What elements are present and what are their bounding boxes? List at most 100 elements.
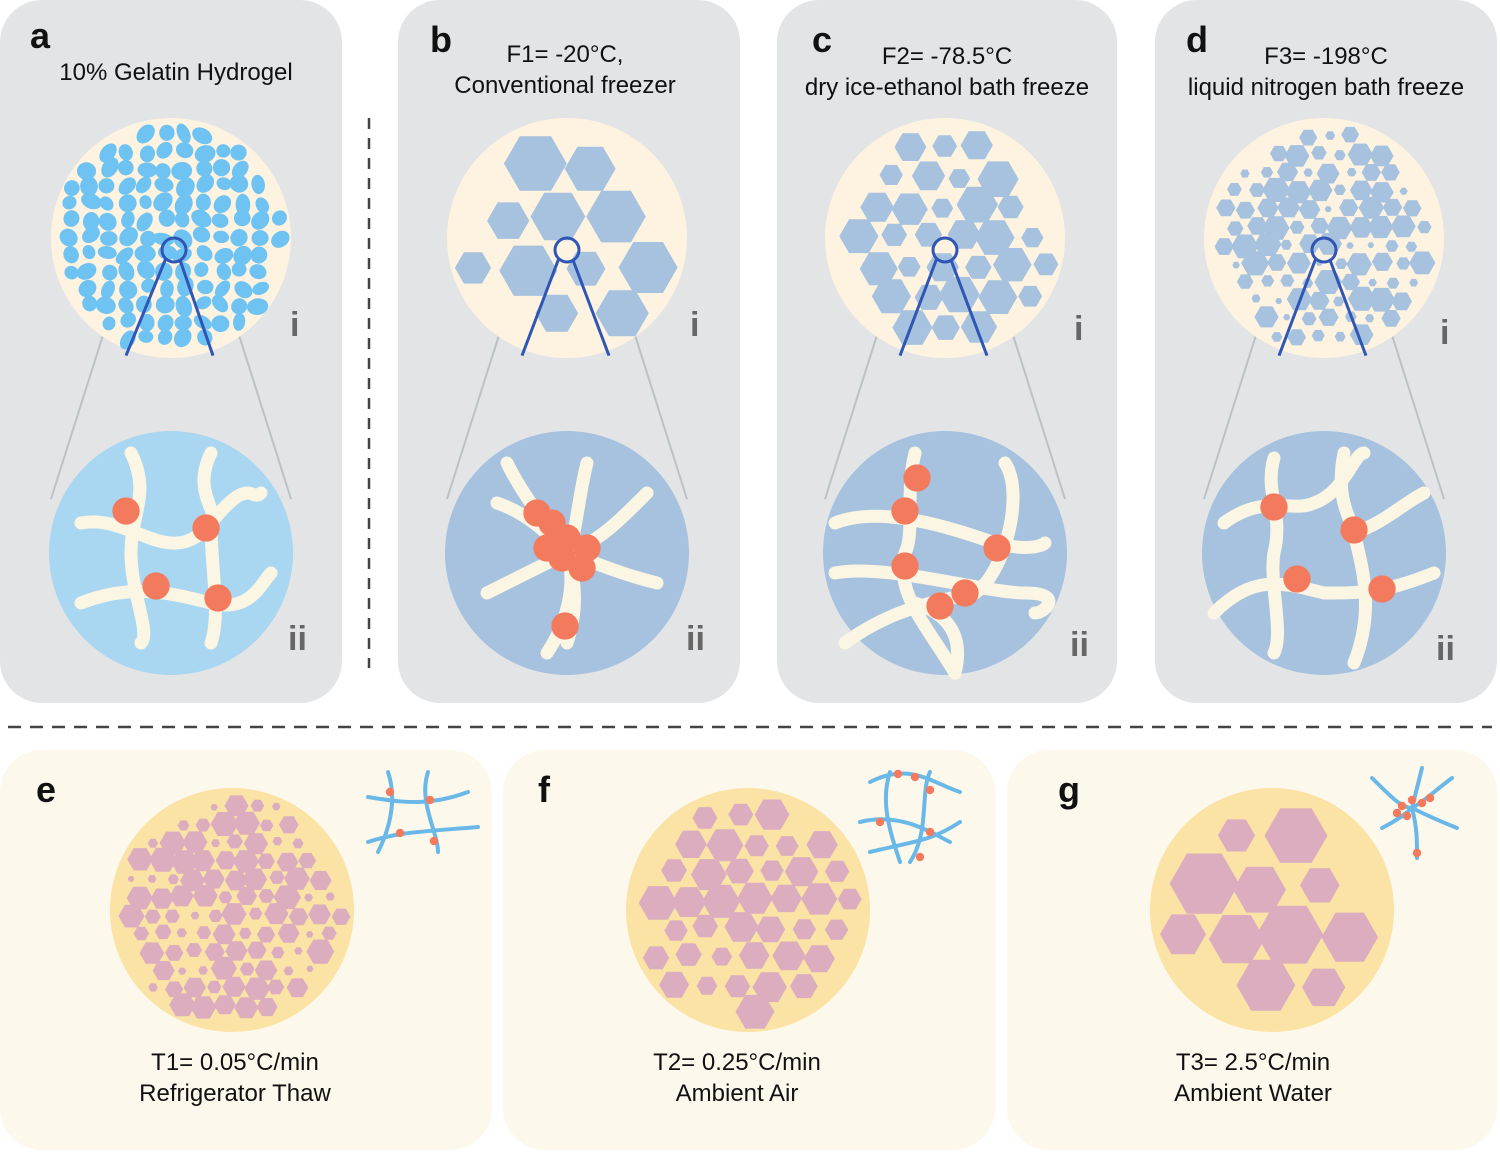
zoom-guide-line [824,336,878,500]
ice-crystal [806,831,838,859]
ice-crystal [1208,915,1265,964]
ice-crystal [148,983,158,992]
ice-crystal [277,923,300,943]
ice-crystal [1339,199,1359,217]
roman-ii: ii [686,620,705,658]
gel-blob [158,209,176,227]
ice-crystal [221,903,247,925]
ice-crystal [891,193,928,225]
ice-crystal [965,255,992,279]
panel-title-line2: liquid nitrogen bath freeze [1188,74,1464,101]
ice-crystal [267,979,285,995]
panel-title-line1: F2= -78.5°C [882,43,1012,70]
polymer-fiber [828,509,1052,554]
ice-crystal [879,164,903,185]
ice-crystal [664,920,688,941]
ice-crystal [1346,253,1372,276]
ice-crystal [1390,215,1416,238]
gel-blob [134,245,156,262]
ice-crystal [256,926,276,943]
ice-crystal [164,909,180,923]
gel-blob [234,281,253,299]
ice-crystals [1160,808,1379,1011]
gel-blob [153,192,173,212]
ice-crystal [754,799,790,830]
crosslink-dot [142,572,170,600]
ice-crystal [258,889,275,903]
gel-blob [154,177,174,193]
ice-crystal [190,996,217,1019]
ice-crystal [286,978,309,998]
ice-crystal [192,885,218,907]
panel-e-text: e T1= 0.05°C/min Refrigerator Thaw [36,769,331,1107]
gel-blob [99,196,114,211]
polymer-network [1370,766,1459,860]
gel-blob [118,297,134,314]
ice-crystal [182,831,208,853]
gel-blob [251,230,269,246]
crosslink-dot [1260,493,1288,521]
crosslink-dot [385,787,395,797]
ice-crystal [711,947,732,966]
gel-blob [194,262,209,277]
ice-crystal [1232,261,1240,269]
polymer-fiber [1410,806,1459,830]
gel-blob [59,228,78,247]
ice-crystal [1287,252,1311,274]
ice-crystal [1018,285,1043,307]
crosslink-dot [951,579,979,607]
ice-crystal [1283,314,1291,321]
ice-crystal [210,804,218,811]
gel-blob [173,328,192,348]
ice-crystal [306,939,335,964]
ice-crystal [1381,310,1401,327]
ice-crystal [226,834,243,849]
ice-crystal [1335,258,1348,269]
ice-crystal [212,924,236,945]
ice-crystal [1267,254,1287,271]
gel-blob [118,144,133,161]
ice-crystal [859,252,898,286]
ice-crystal [1214,238,1234,255]
gel-blob [192,226,211,243]
gel-blobs [59,123,290,350]
gel-blob [135,176,152,194]
ice-crystal [1405,241,1418,252]
crosslink-dot [204,584,232,612]
gel-blob [192,127,213,145]
gel-blob [152,232,174,246]
gel-blob [231,160,249,179]
panel-c-text: c F2= -78.5°C dry ice-ethanol bath freez… [805,19,1089,664]
ice-crystal [147,875,157,883]
ice-crystal [725,858,754,884]
ice-crystal [210,956,237,980]
gel-blob [251,211,270,230]
ice-crystal [247,941,267,959]
gel-blob [176,123,191,144]
ice-crystal [1307,179,1333,202]
ice-crystal [210,812,239,836]
ice-crystal [1217,819,1256,852]
ice-crystal [1316,163,1340,184]
ice-crystal [1368,278,1377,287]
panel-e-illustration [110,770,480,1032]
crosslink-dot [1417,798,1427,808]
ice-crystal [1264,808,1328,863]
gel-blob [139,195,152,210]
ice-crystal [183,977,206,998]
ice-crystal [211,839,220,847]
gel-blob [95,296,116,314]
ice-crystal [661,859,687,882]
gel-blob [213,195,232,214]
ice-crystal [170,850,199,874]
panel-letter: e [36,769,56,810]
ice-crystal [169,993,196,1017]
ice-crystal [1391,292,1412,311]
ice-crystal [487,202,530,239]
ice-crystal [860,192,894,222]
gel-blob [81,193,102,210]
panel-title-line2: Ambient Water [1174,1080,1332,1107]
gel-blob [211,213,229,228]
ice-crystal [1347,286,1376,311]
polymer-fiber [366,825,480,844]
